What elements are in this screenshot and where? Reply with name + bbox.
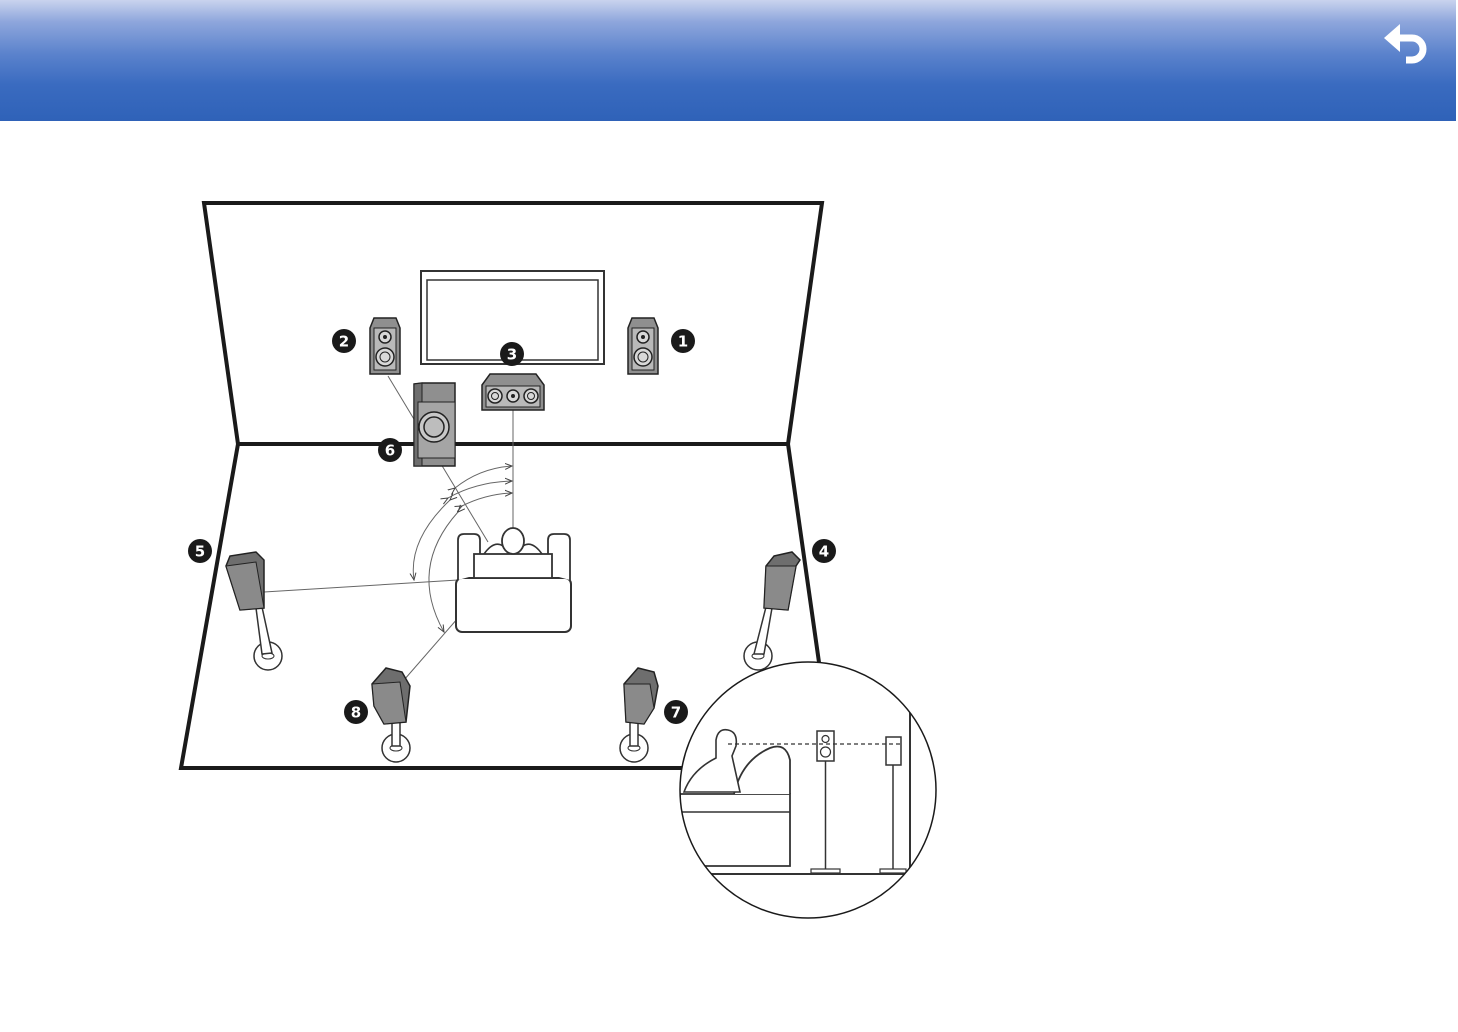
front-speaker-right bbox=[628, 318, 658, 374]
svg-text:8: 8 bbox=[351, 704, 361, 722]
front-speaker-left bbox=[370, 318, 400, 374]
svg-text:5: 5 bbox=[195, 543, 205, 561]
speaker-badge-7: 7 bbox=[664, 700, 688, 724]
svg-text:7: 7 bbox=[671, 704, 681, 722]
speaker-badge-4: 4 bbox=[812, 539, 836, 563]
speaker-badge-1: 1 bbox=[671, 329, 695, 353]
svg-text:4: 4 bbox=[819, 543, 829, 561]
speaker-badge-5: 5 bbox=[188, 539, 212, 563]
subwoofer bbox=[414, 383, 455, 466]
svg-text:3: 3 bbox=[507, 346, 517, 364]
speaker-badge-3: 3 bbox=[500, 342, 524, 366]
listening-sofa bbox=[456, 528, 571, 632]
svg-text:1: 1 bbox=[678, 333, 688, 351]
center-speaker bbox=[482, 374, 544, 410]
svg-text:6: 6 bbox=[385, 442, 395, 460]
speaker-badge-2: 2 bbox=[332, 329, 356, 353]
speaker-badge-6: 6 bbox=[378, 438, 402, 462]
speaker-badge-8: 8 bbox=[344, 700, 368, 724]
svg-text:2: 2 bbox=[339, 333, 349, 351]
